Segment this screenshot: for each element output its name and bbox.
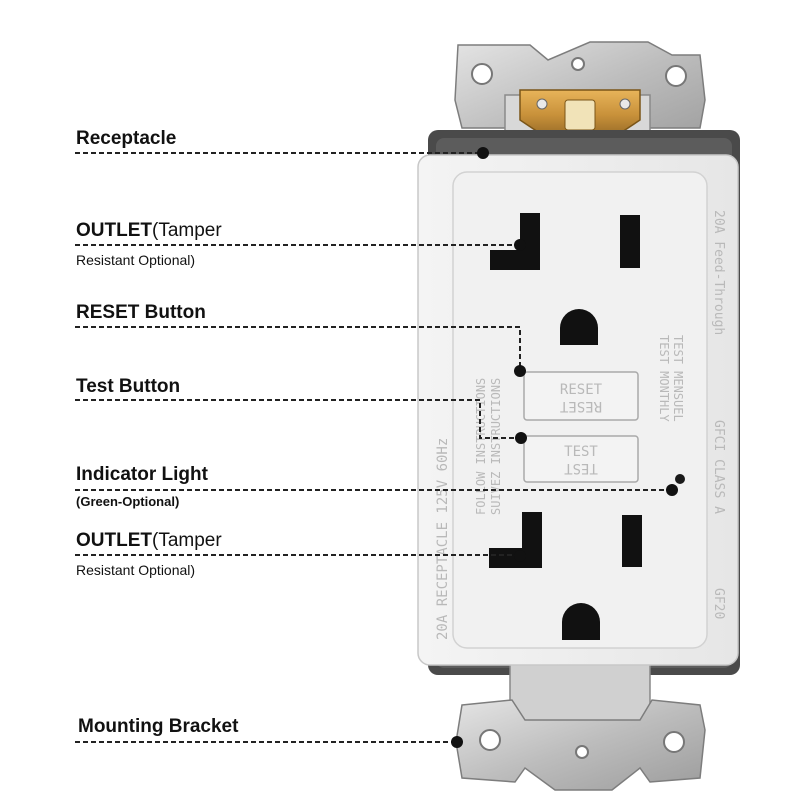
center-text-4: TEST MENSUEL — [671, 335, 685, 422]
label-indicator-light: Indicator Light — [76, 464, 208, 486]
left-side-text: 20A RECEPTACLE 125V 60Hz — [435, 438, 451, 640]
label-outlet-top-bold: OUTLET — [76, 220, 152, 241]
label-outlet-top-rest: (Tamper — [152, 220, 222, 241]
label-outlet-bottom: OUTLET(Tamper — [76, 530, 222, 552]
label-receptacle: Receptacle — [76, 128, 176, 150]
indicator-light — [675, 474, 685, 484]
label-reset-button: RESET Button — [76, 302, 206, 324]
center-text-3: TEST MONTHLY — [657, 335, 671, 422]
right-side-text-mid: GFCI CLASS A — [711, 420, 726, 514]
label-outlet-top-line2: Resistant Optional) — [76, 252, 195, 268]
label-outlet-bottom-rest: (Tamper — [152, 530, 222, 551]
center-text-1: FOLLOW INSTRUCTIONS — [474, 378, 488, 515]
label-outlet-bottom-bold: OUTLET — [76, 530, 152, 551]
right-side-text-top: 20A Feed-Through — [711, 210, 726, 335]
label-mounting-bracket: Mounting Bracket — [78, 716, 238, 738]
test-button-label-mirror: TEST — [564, 460, 598, 476]
center-text-2: SUIVEZ INSTRUCTIONS — [489, 378, 503, 515]
label-test-button: Test Button — [76, 376, 180, 398]
label-outlet-top: OUTLET(Tamper — [76, 220, 222, 242]
reset-button-label: RESET — [560, 382, 603, 398]
label-outlet-bottom-line2: Resistant Optional) — [76, 562, 195, 578]
right-side-text-bottom: GF20 — [711, 588, 726, 619]
test-button-label: TEST — [564, 444, 598, 460]
reset-button-label-mirror: RESET — [559, 398, 602, 414]
label-indicator-sub: (Green-Optional) — [76, 494, 179, 509]
